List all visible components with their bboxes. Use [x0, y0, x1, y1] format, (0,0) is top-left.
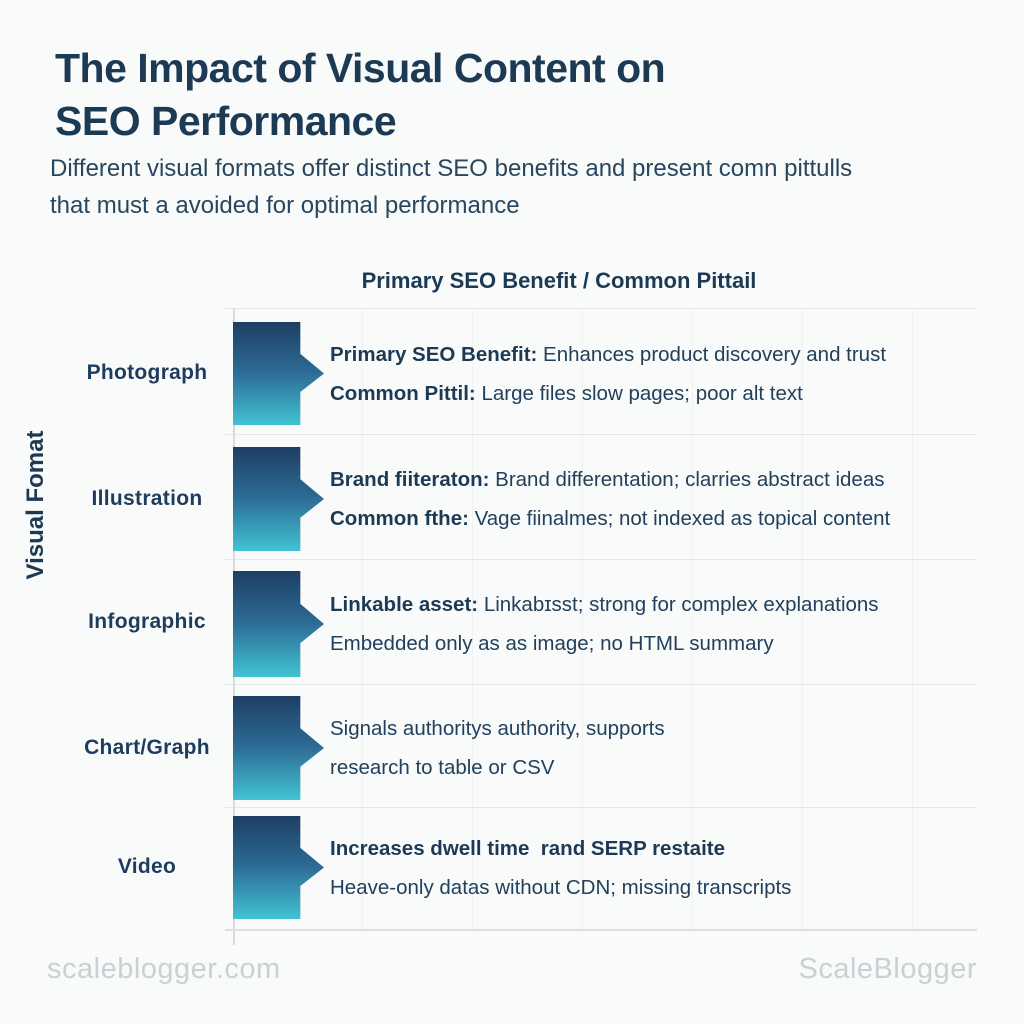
row-line-text: Brand differentation; clarries abstract …	[489, 468, 885, 491]
row-line-text: Vage fiinalmes; not indexed as topical c…	[468, 507, 891, 530]
arrow-icon	[233, 571, 324, 677]
row-line: Common Pittil: Large files slow pages; p…	[330, 374, 970, 413]
column-header-label: Primary SEO Benefit / Common Pittail	[361, 268, 757, 293]
arrow-icon	[233, 696, 324, 800]
row-line-text: Signals authoritys authority, supports	[330, 717, 665, 740]
row-line: Increases dwell time rand SERP restaite	[330, 829, 970, 868]
gridline	[692, 310, 693, 929]
footer-site-url: scaleblogger.com	[47, 953, 281, 985]
row-line: Brand fiiteraton: Brand differentation; …	[330, 460, 970, 499]
page-title-line1: The Impact of Visual Content on	[55, 45, 666, 91]
row-separator-line	[225, 434, 977, 435]
row-line-bold: Brand fiiteraton:	[330, 468, 490, 491]
gridline	[362, 310, 363, 929]
row-line-text: Enhances product discovery and trust	[537, 342, 887, 366]
row-separator-line	[225, 684, 977, 685]
row-label-infographic: Infographic	[88, 610, 206, 633]
row-line: Embedded only as as image; no HTML summa…	[330, 624, 970, 663]
row-separator-line	[225, 559, 977, 560]
row-line: research to table or CSV	[330, 748, 970, 787]
row-label-video: Video	[117, 855, 177, 878]
footer-brand-name: ScaleBlogger	[798, 953, 977, 985]
row-line: Heave-only datas without CDN; missing tr…	[330, 868, 970, 907]
x-axis-line	[225, 929, 977, 931]
arrow-icon	[233, 322, 324, 425]
page-subtitle-line1: Different visual formats offer distinct …	[50, 155, 853, 182]
row-label-illustration: Illustration	[91, 487, 203, 510]
row-text-illustration: Brand fiiteraton: Brand differentation; …	[330, 447, 970, 551]
row-line-bold: Common Pittil:	[330, 381, 476, 405]
page-subtitle-line2: that must a avoided for optimal performa…	[50, 192, 520, 219]
row-line-bold: Common fthe:	[330, 507, 469, 530]
gridline	[912, 310, 913, 929]
row-line-bold: Primary SEO Benefit:	[330, 342, 538, 366]
header-separator-line	[225, 308, 977, 309]
page-title: The Impact of Visual Content on SEO Perfo…	[55, 42, 855, 148]
row-line-text: Heave-only datas without CDN; missing tr…	[330, 875, 792, 899]
gridline	[802, 310, 803, 929]
row-text-photograph: Primary SEO Benefit: Enhances product di…	[330, 322, 970, 425]
gridline	[472, 310, 473, 929]
row-label-chart-graph: Chart/Graph	[84, 736, 210, 759]
page-title-line2: SEO Performance	[55, 98, 397, 144]
row-line: Primary SEO Benefit: Enhances product di…	[330, 335, 970, 374]
arrow-icon	[233, 816, 324, 919]
row-text-infographic: Linkable asset: Linkabɪsst; strong for c…	[330, 571, 970, 677]
row-line-text: Embedded only as as image; no HTML summa…	[330, 632, 774, 655]
row-text-chart-graph: Signals authoritys authority, supports r…	[330, 696, 970, 800]
column-header: Primary SEO Benefit / Common Pittail	[233, 268, 1024, 294]
row-line-text: Large files slow pages; poor alt text	[475, 381, 803, 405]
row-line: Signals authoritys authority, supports	[330, 709, 970, 748]
row-line-text: research to table or CSV	[330, 756, 555, 779]
row-line-bold: Increases dwell time rand SERP restaite	[330, 836, 725, 860]
gridline	[582, 310, 583, 929]
row-line-text: Linkabɪsst; strong for complex explanati…	[478, 593, 879, 616]
row-text-video: Increases dwell time rand SERP restaite …	[330, 816, 970, 919]
row-line: Common fthe: Vage fiinalmes; not indexed…	[330, 499, 970, 538]
row-label-photograph: Photograph	[86, 361, 208, 384]
page-subtitle: Different visual formats offer distinct …	[50, 150, 970, 224]
row-line-bold: Linkable asset:	[330, 593, 479, 616]
row-separator-line	[225, 807, 977, 808]
row-line: Linkable asset: Linkabɪsst; strong for c…	[330, 585, 970, 624]
arrow-icon	[233, 447, 324, 551]
